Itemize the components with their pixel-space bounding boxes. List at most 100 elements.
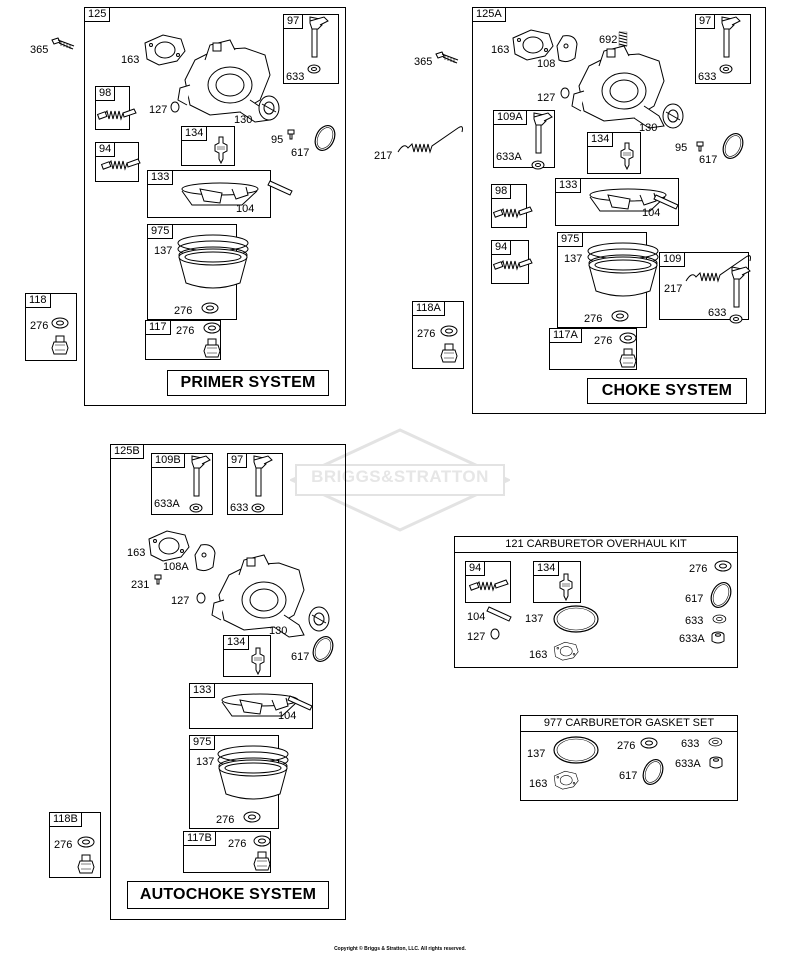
box-118a: 118A 276: [412, 301, 464, 369]
float-needle-icon: [559, 573, 573, 601]
box-134-id: 134: [182, 127, 208, 141]
label-276-118b: 276: [54, 839, 73, 851]
box-109a: 109A 633A: [493, 110, 555, 170]
pin-104-icon: [267, 180, 293, 196]
washer-633-icon: [708, 737, 723, 747]
box-94-id: 94: [466, 562, 486, 576]
box-975: 975 137 276: [189, 735, 289, 829]
box-134: 134: [533, 561, 581, 603]
label-276-117: 276: [176, 325, 195, 337]
box-117a-id: 117A: [550, 329, 582, 343]
bowl-nut-icon: [203, 338, 221, 358]
label-127: 127: [537, 92, 556, 104]
box-97: 97 633: [695, 14, 751, 84]
box-97-id: 97: [228, 454, 248, 468]
box-97: 97 633: [227, 453, 283, 515]
label-276-117a: 276: [594, 335, 613, 347]
box-109b: 109B 633A: [151, 453, 213, 515]
bowl-nut-icon: [440, 343, 458, 363]
box-118b: 118B 276: [49, 812, 101, 878]
idle-screw-icon: [97, 108, 137, 120]
mixture-screw-icon: [469, 579, 509, 591]
label-127: 127: [149, 104, 168, 116]
label-108: 108: [537, 58, 556, 70]
label-276: 276: [689, 563, 708, 575]
bushing-633a-icon: [709, 756, 723, 769]
washer-276-icon: [440, 325, 458, 337]
box-975-id: 975: [558, 233, 584, 247]
washer-276-icon: [253, 835, 271, 847]
throttle-shaft-icon: [307, 16, 329, 74]
choke-shaft-icon: [531, 112, 553, 170]
label-163: 163: [529, 649, 548, 661]
overhaul-kit-title: 121 CARBURETOR OVERHAUL KIT: [455, 537, 737, 553]
box-117: 117 276: [145, 320, 221, 360]
box-133: 133 104: [147, 170, 293, 218]
overhaul-kit-panel: 121 CARBURETOR OVERHAUL KIT 94 134 104 1…: [454, 536, 738, 668]
gasket-ring-137-icon: [553, 736, 599, 764]
fuel-bowl-975-icon: [587, 242, 659, 297]
label-104: 104: [278, 710, 297, 722]
o-ring-617-icon: [718, 129, 748, 163]
pin-104-icon: [486, 606, 512, 622]
label-633: 633: [286, 71, 305, 83]
carburetor-body-icon: [211, 554, 305, 638]
label-137: 137: [154, 245, 173, 257]
box-118: 118 276: [25, 293, 77, 361]
label-633: 633: [681, 738, 700, 750]
gasket-163-icon: [144, 34, 186, 66]
throttle-shaft-icon: [251, 455, 273, 513]
box-118-id: 118: [26, 294, 51, 308]
label-137: 137: [527, 748, 546, 760]
washer-276-icon: [640, 737, 658, 749]
part-127-icon: [490, 628, 500, 640]
box-94: 94: [491, 240, 533, 284]
mixture-screw-icon: [101, 158, 141, 170]
box-97: 97 633: [283, 14, 339, 84]
washer-276-icon: [619, 332, 637, 344]
gasket-163-icon: [553, 641, 579, 661]
box-118b-id: 118B: [50, 813, 82, 827]
label-276: 276: [216, 814, 235, 826]
label-276-118: 276: [30, 320, 49, 332]
label-217: 217: [664, 283, 683, 295]
washer-633-icon: [712, 614, 727, 624]
label-617: 617: [291, 651, 310, 663]
label-633a: 633A: [154, 498, 180, 510]
label-137: 137: [525, 613, 544, 625]
box-94-id: 94: [96, 143, 116, 157]
box-117b: 117B 276: [183, 831, 271, 873]
o-ring-617-icon: [308, 632, 338, 666]
bowl-nut-icon: [619, 348, 637, 368]
screw-95-icon: [287, 129, 295, 140]
gasket-set-title: 977 CARBURETOR GASKET SET: [521, 716, 737, 732]
label-95: 95: [271, 134, 284, 146]
idle-screw-icon: [493, 206, 533, 218]
governor-spring-icon: [397, 126, 463, 153]
label-163: 163: [127, 547, 146, 559]
fuel-bowl-975-icon: [177, 234, 249, 289]
choke-shaft-icon: [729, 266, 751, 324]
mixture-screw-icon: [493, 258, 533, 270]
box-117-id: 117: [146, 321, 171, 335]
box-975: 975 137 276: [147, 224, 249, 320]
box-98-id: 98: [492, 185, 512, 199]
box-133-id: 133: [190, 684, 216, 698]
fuel-bowl-975-icon: [217, 745, 289, 800]
bolt-365-icon: [435, 51, 459, 64]
o-ring-617-icon: [310, 121, 340, 155]
box-134-id: 134: [588, 133, 614, 147]
o-ring-617-icon: [638, 755, 668, 789]
part-127-icon: [170, 101, 180, 113]
label-231: 231: [131, 579, 150, 591]
o-ring-617-icon: [706, 578, 736, 612]
box-109: 109 217 633: [659, 252, 751, 324]
box-97-id: 97: [696, 15, 716, 29]
label-127: 127: [171, 595, 190, 607]
washer-276-icon: [51, 317, 69, 329]
label-633: 633: [698, 71, 717, 83]
box-134: 134: [223, 635, 271, 677]
choke-system-panel: 125A 163 108 692 127 130 95 617 97 633 1…: [472, 7, 766, 414]
copyright-notice: Copyright © Briggs & Stratton, LLC. All …: [334, 946, 466, 952]
label-276: 276: [584, 313, 603, 325]
